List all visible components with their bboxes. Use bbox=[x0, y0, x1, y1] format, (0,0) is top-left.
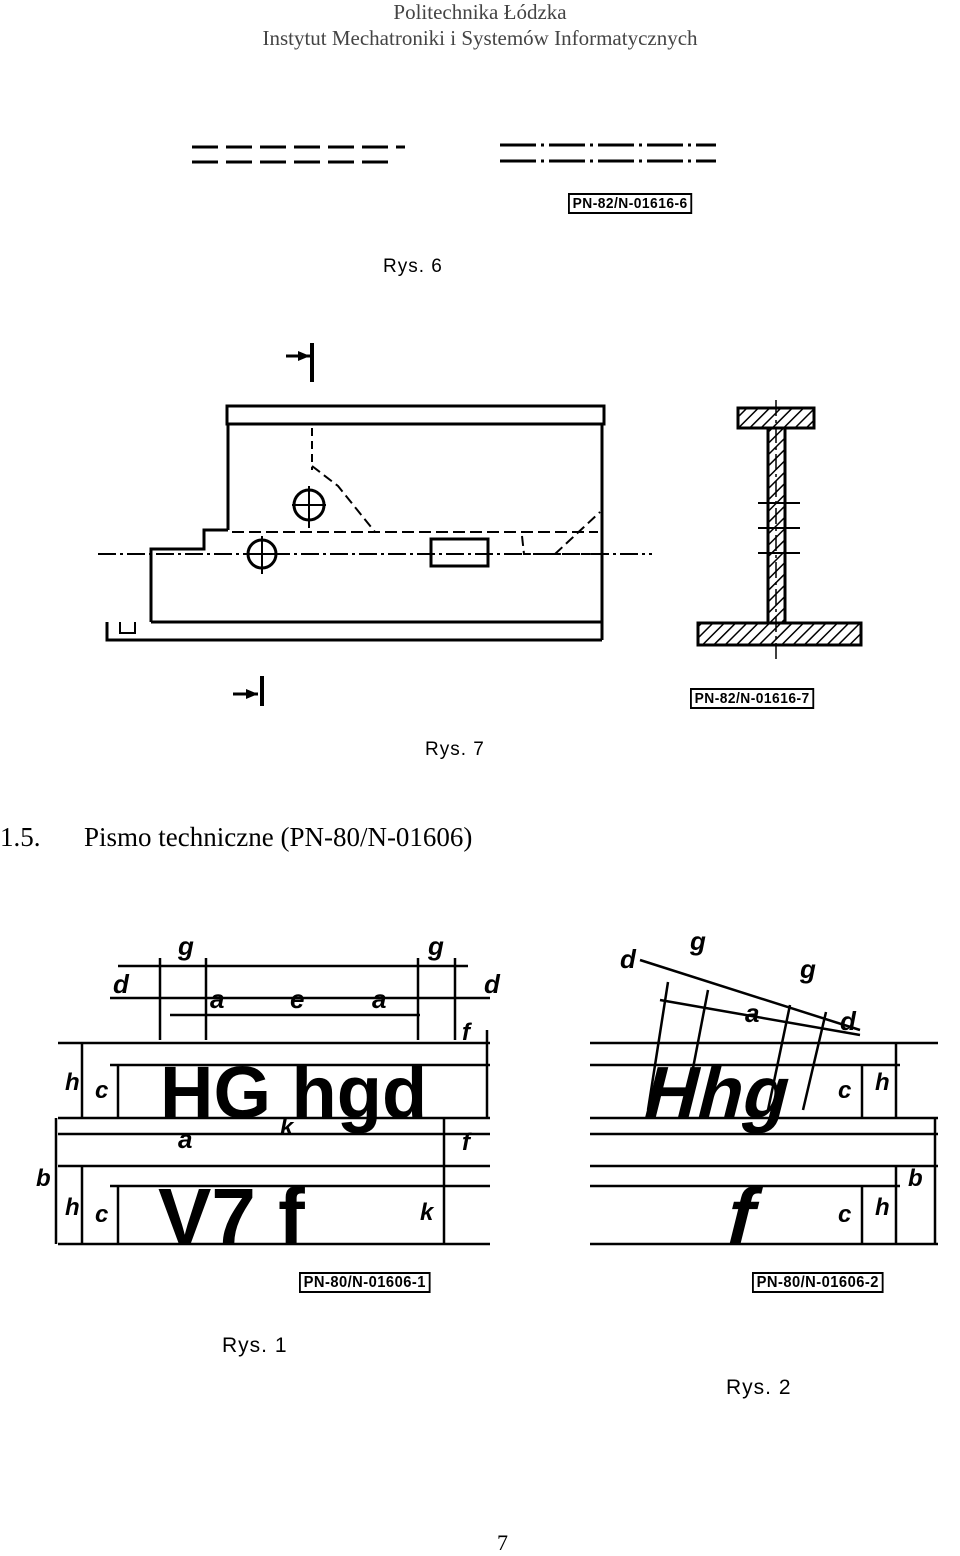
rys7-standard: PN-82/N-01616-7 bbox=[690, 688, 815, 709]
rys7-label: Rys. 7 bbox=[425, 739, 485, 760]
page-number: 7 bbox=[497, 1530, 508, 1555]
rys6-label: Rys. 6 bbox=[383, 256, 443, 277]
dim-c-top: c bbox=[95, 1077, 108, 1104]
header-institute: Instytut Mechatroniki i Systemów Informa… bbox=[262, 26, 698, 50]
section-number: 1.5. bbox=[0, 822, 41, 852]
dim-c-bottom: c bbox=[95, 1201, 108, 1228]
dim-k-bottom: k bbox=[420, 1199, 435, 1226]
rys6-standard: PN-82/N-01616-6 bbox=[568, 193, 693, 214]
rys7-front-view bbox=[98, 343, 652, 706]
header-institution: Politechnika Łódzka bbox=[393, 0, 567, 24]
dim-f-mid: f bbox=[462, 1129, 472, 1156]
rys2-dim-d-2: d bbox=[840, 1006, 857, 1036]
rys2-dim-b: b bbox=[908, 1165, 923, 1192]
rys6-line-samples bbox=[192, 143, 716, 164]
rys2-dim-h-bottom: h bbox=[875, 1194, 890, 1221]
rys2-standard: PN-80/N-01606-2 bbox=[752, 1272, 884, 1293]
dim-g-right: g bbox=[427, 931, 444, 961]
rys2-dim-g-1: g bbox=[689, 926, 706, 956]
rys1-sample-top: HG hgd bbox=[160, 1051, 427, 1134]
rys2-dim-a: a bbox=[745, 998, 759, 1028]
rys2-dim-d-1: d bbox=[620, 944, 637, 974]
rys2-sample-top: Hhg bbox=[636, 1051, 800, 1134]
rys1-label: Rys. 1 bbox=[222, 1334, 288, 1357]
dim-a-mid: a bbox=[178, 1124, 192, 1154]
rys2-lettering-diagram: Hhg f g g d d a c h b c h bbox=[590, 926, 938, 1262]
dim-b: b bbox=[36, 1165, 51, 1192]
rys1-lettering-diagram: HG hgd V7 f g g d d a e a a h c b h c f … bbox=[36, 931, 501, 1261]
rys2-dim-g-2: g bbox=[799, 954, 816, 984]
rys1-standard: PN-80/N-01606-1 bbox=[299, 1272, 431, 1293]
dim-h-bottom: h bbox=[65, 1194, 80, 1221]
dim-g-left: g bbox=[177, 931, 194, 961]
rys2-label: Rys. 2 bbox=[726, 1376, 792, 1399]
section-title: Pismo techniczne (PN-80/N-01606) bbox=[84, 822, 473, 852]
rys7-section-view bbox=[696, 400, 863, 660]
dim-f-top: f bbox=[462, 1019, 472, 1046]
dim-d-right: d bbox=[484, 969, 501, 999]
dim-d-left: d bbox=[113, 969, 130, 999]
dim-a-top-2: a bbox=[372, 984, 386, 1014]
dim-k-mid: k bbox=[280, 1114, 295, 1141]
rys2-dim-c-bottom: c bbox=[838, 1201, 851, 1228]
rys2-dim-h-top: h bbox=[875, 1069, 890, 1096]
section-heading: 1.5. Pismo techniczne (PN-80/N-01606) bbox=[0, 822, 472, 853]
dim-a-top: a bbox=[210, 984, 224, 1014]
dim-e: e bbox=[290, 984, 304, 1014]
rys2-dim-c-top: c bbox=[838, 1077, 851, 1104]
dim-h-top: h bbox=[65, 1069, 80, 1096]
rys1-sample-bottom: V7 f bbox=[158, 1172, 305, 1261]
